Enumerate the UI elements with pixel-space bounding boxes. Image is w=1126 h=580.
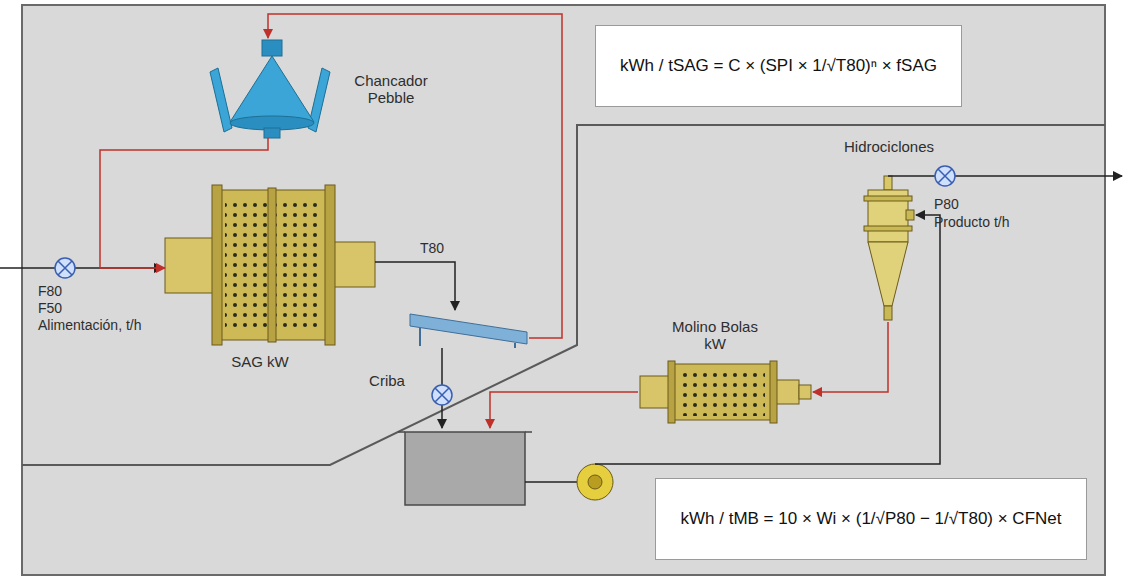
stream-label: F50 bbox=[38, 300, 62, 316]
pump-sump bbox=[398, 432, 532, 505]
hydrocyclone bbox=[864, 176, 914, 320]
formula-box: kWh / tMB = 10 × Wi × (1/√P80 − 1/√T80) … bbox=[655, 478, 1087, 560]
recycle-line bbox=[100, 138, 268, 268]
cone-crusher bbox=[210, 40, 330, 138]
slurry-pump bbox=[577, 464, 613, 500]
suction-line bbox=[525, 481, 577, 483]
cyclone-feed-line bbox=[595, 215, 940, 464]
sag-unit: SAG kW bbox=[165, 185, 375, 345]
vibrating-screen bbox=[410, 314, 527, 348]
flow-valve bbox=[935, 166, 955, 186]
equipment-label: Molino Bolas kW bbox=[663, 318, 767, 352]
ball-mill-unit: Molino Bolas kW bbox=[638, 360, 813, 423]
recycle-line bbox=[268, 14, 562, 338]
equipment-label: SAG kW bbox=[230, 353, 290, 370]
equipment-label: Hidrociclones bbox=[832, 138, 946, 155]
cyclone-unit: Hidrociclones bbox=[862, 176, 916, 322]
area-border bbox=[22, 125, 1105, 465]
flow-valve bbox=[55, 258, 75, 278]
frame bbox=[22, 5, 1105, 575]
sag-mill bbox=[165, 185, 375, 345]
stream-label: T80 bbox=[420, 240, 444, 256]
formula-box: kWh / tSAG = C × (SPI × 1/√T80)ⁿ × fSAG bbox=[595, 25, 962, 107]
stream-label: Producto t/h bbox=[934, 214, 1010, 230]
ball-mill bbox=[640, 361, 811, 423]
stream-label: F80 bbox=[38, 283, 62, 299]
stream-label: P80 bbox=[934, 196, 959, 212]
stream-label: Alimentación, t/h bbox=[38, 317, 142, 333]
formula-text: kWh / tSAG = C × (SPI × 1/√T80)ⁿ × fSAG bbox=[620, 56, 937, 76]
equipment-label: Chancador Pebble bbox=[346, 72, 436, 106]
discharge-line bbox=[490, 392, 638, 428]
flow-line bbox=[375, 262, 455, 310]
product-line bbox=[888, 175, 1122, 177]
flow-valve bbox=[432, 385, 452, 405]
equipment-label: Criba bbox=[362, 372, 412, 389]
screen-unit: Criba bbox=[408, 310, 529, 349]
recycle-line bbox=[813, 322, 888, 392]
formula-text: kWh / tMB = 10 × Wi × (1/√P80 − 1/√T80) … bbox=[681, 509, 1062, 529]
crusher-unit: Chancador Pebble bbox=[208, 38, 332, 138]
